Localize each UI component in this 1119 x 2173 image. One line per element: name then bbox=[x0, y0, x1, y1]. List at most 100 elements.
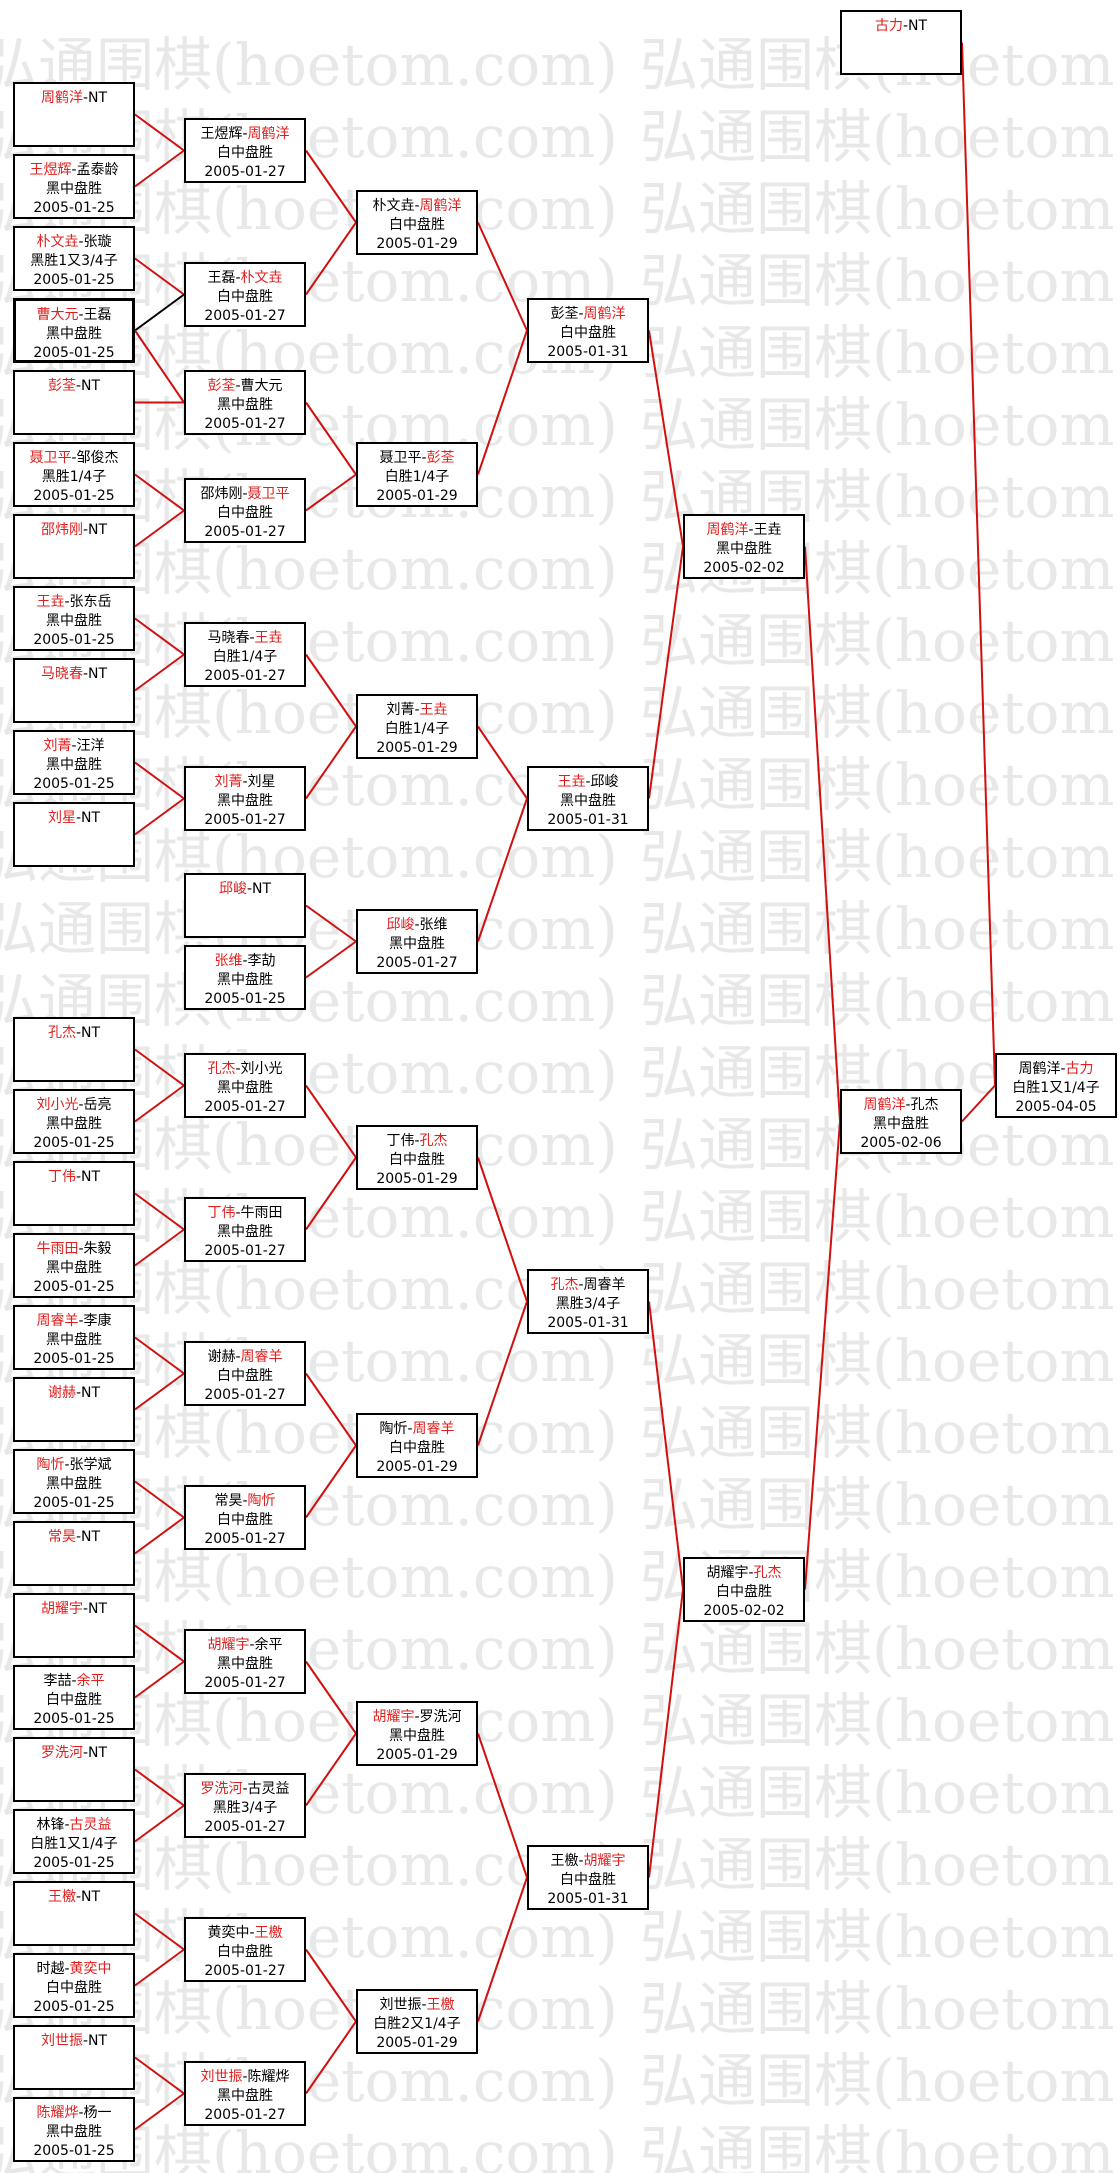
player-two-name: NT bbox=[88, 90, 108, 106]
match-result: 白中盘胜 bbox=[217, 1944, 273, 1960]
match-date: 2005-01-25 bbox=[204, 991, 286, 1007]
bracket-connector bbox=[305, 1084, 357, 1159]
player-separator: - bbox=[82, 522, 89, 538]
match-result: 黑中盘胜 bbox=[217, 1656, 273, 1672]
player-separator: - bbox=[748, 1565, 754, 1581]
match-result: 白中盘胜 bbox=[389, 1440, 445, 1456]
player-two-name: 孔杰 bbox=[910, 1097, 939, 1113]
player-separator: - bbox=[246, 881, 253, 897]
player-separator: - bbox=[235, 270, 241, 286]
player-two-name: 牛雨田 bbox=[240, 1205, 283, 1221]
player-one-name: 常昊 bbox=[47, 1529, 76, 1545]
match-date: 2005-01-29 bbox=[376, 236, 458, 252]
match-result: 白中盘胜 bbox=[217, 1368, 273, 1384]
bracket-connector bbox=[804, 546, 841, 1122]
match-players: 丁伟-孔杰 bbox=[358, 1132, 476, 1151]
player-one-name: 王垚 bbox=[36, 594, 65, 610]
match-players: 谢赫-周睿羊 bbox=[186, 1348, 304, 1367]
match-date: 2005-01-31 bbox=[547, 1891, 629, 1907]
player-one-name: 王檄 bbox=[47, 1889, 76, 1905]
match-players: 常昊-NT bbox=[15, 1528, 133, 1547]
player-two-name: NT bbox=[81, 378, 101, 394]
player-two-name: 陶忻 bbox=[247, 1493, 276, 1509]
match-players: 聂卫平-邹俊杰 bbox=[15, 449, 133, 468]
player-separator: - bbox=[414, 1133, 420, 1149]
player-one-name: 丁伟 bbox=[386, 1133, 415, 1149]
player-separator: - bbox=[82, 1745, 89, 1761]
player-two-name: 聂卫平 bbox=[247, 486, 290, 502]
bracket-connector bbox=[477, 1733, 528, 1878]
player-two-name: 周睿羊 bbox=[240, 1349, 283, 1365]
match-result: 白胜1/4子 bbox=[384, 721, 450, 737]
player-separator: - bbox=[235, 378, 241, 394]
player-two-name: NT bbox=[81, 1385, 101, 1401]
player-two-name: 王垚 bbox=[254, 630, 283, 646]
match-players: 孔杰-NT bbox=[15, 1024, 133, 1043]
player-one-name: 周鹤洋 bbox=[706, 522, 749, 538]
player-one-name: 曹大元 bbox=[36, 307, 79, 323]
bracket-connector bbox=[305, 904, 357, 943]
player-one-name: 张维 bbox=[214, 953, 243, 969]
player-one-name: 邱峻 bbox=[386, 917, 415, 933]
match-date: 2005-01-27 bbox=[204, 812, 286, 828]
player-two-name: 孔杰 bbox=[419, 1133, 448, 1149]
player-separator: - bbox=[82, 90, 89, 106]
player-one-name: 常昊 bbox=[214, 1493, 243, 1509]
player-two-name: 曹大元 bbox=[240, 378, 283, 394]
match-result: 黑中盘胜 bbox=[217, 972, 273, 988]
match-date: 2005-01-27 bbox=[204, 164, 286, 180]
bracket-connector bbox=[134, 617, 185, 656]
player-separator: - bbox=[407, 1421, 413, 1437]
player-separator: - bbox=[75, 1169, 82, 1185]
match-box: 谢赫-NT bbox=[13, 1377, 135, 1442]
player-two-name: NT bbox=[81, 1169, 101, 1185]
match-players: 周鹤洋-古力 bbox=[997, 1060, 1115, 1079]
match-result: 黑中盘胜 bbox=[46, 326, 102, 342]
match-result: 黑中盘胜 bbox=[217, 1080, 273, 1096]
player-separator: - bbox=[421, 1997, 427, 2013]
player-two-name: 彭荃 bbox=[426, 450, 455, 466]
player-one-name: 谢赫 bbox=[207, 1349, 236, 1365]
bracket-connector bbox=[648, 546, 684, 799]
bracket-connector bbox=[134, 1768, 185, 1807]
match-result: 黑中盘胜 bbox=[46, 757, 102, 773]
match-players: 朴文垚-张璇 bbox=[15, 233, 133, 252]
player-two-name: 黄奕中 bbox=[69, 1961, 112, 1977]
match-result: 黑中盘胜 bbox=[217, 397, 273, 413]
player-separator: - bbox=[249, 630, 255, 646]
player-one-name: 谢赫 bbox=[47, 1385, 76, 1401]
match-date: 2005-01-29 bbox=[376, 2035, 458, 2051]
player-two-name: 刘星 bbox=[247, 774, 276, 790]
match-box: 常昊-NT bbox=[13, 1521, 135, 1586]
bracket-connector bbox=[477, 1877, 528, 2022]
match-date: 2005-01-27 bbox=[204, 416, 286, 432]
player-separator: - bbox=[242, 2069, 248, 2085]
player-separator: - bbox=[249, 1925, 255, 1941]
player-two-name: NT bbox=[81, 1889, 101, 1905]
player-one-name: 周睿羊 bbox=[36, 1313, 79, 1329]
bracket-connector bbox=[305, 725, 357, 800]
match-players: 丁伟-牛雨田 bbox=[186, 1204, 304, 1223]
player-two-name: 邹俊杰 bbox=[76, 450, 119, 466]
match-players: 王煜辉-周鹤洋 bbox=[186, 125, 304, 144]
player-separator: - bbox=[75, 1025, 82, 1041]
match-players: 谢赫-NT bbox=[15, 1384, 133, 1403]
match-box: 孔杰-NT bbox=[13, 1017, 135, 1082]
match-date: 2005-01-31 bbox=[547, 344, 629, 360]
